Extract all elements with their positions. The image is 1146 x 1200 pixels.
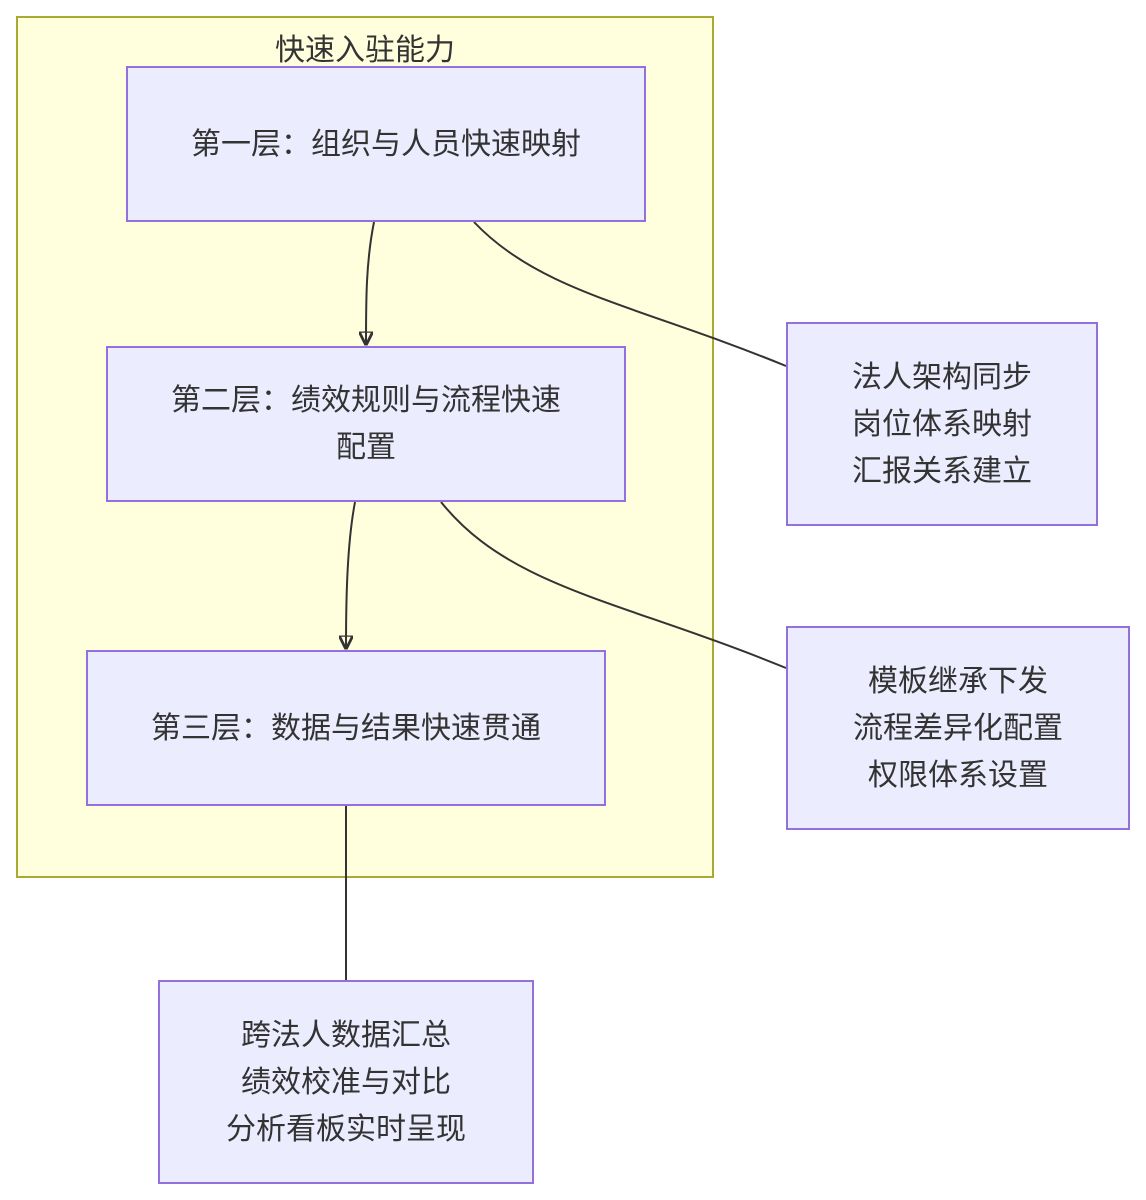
detail2-node: 模板继承下发 流程差异化配置 权限体系设置 (786, 626, 1130, 830)
layer3-node: 第三层：数据与结果快速贯通 (86, 650, 606, 806)
detail2-label: 模板继承下发 流程差异化配置 权限体系设置 (853, 663, 1063, 793)
layer2-label: 第二层：绩效规则与流程快速配置 (171, 383, 561, 465)
layer1-label: 第一层：组织与人员快速映射 (191, 126, 581, 162)
detail3-node: 跨法人数据汇总 绩效校准与对比 分析看板实时呈现 (158, 980, 534, 1184)
detail3-label: 跨法人数据汇总 绩效校准与对比 分析看板实时呈现 (226, 1017, 466, 1147)
cluster-title: 快速入驻能力 (275, 33, 455, 68)
layer3-label: 第三层：数据与结果快速贯通 (151, 710, 541, 746)
detail1-node: 法人架构同步 岗位体系映射 汇报关系建立 (786, 322, 1098, 526)
detail1-label: 法人架构同步 岗位体系映射 汇报关系建立 (852, 359, 1032, 489)
layer1-node: 第一层：组织与人员快速映射 (126, 66, 646, 222)
layer2-node: 第二层：绩效规则与流程快速配置 (106, 346, 626, 502)
